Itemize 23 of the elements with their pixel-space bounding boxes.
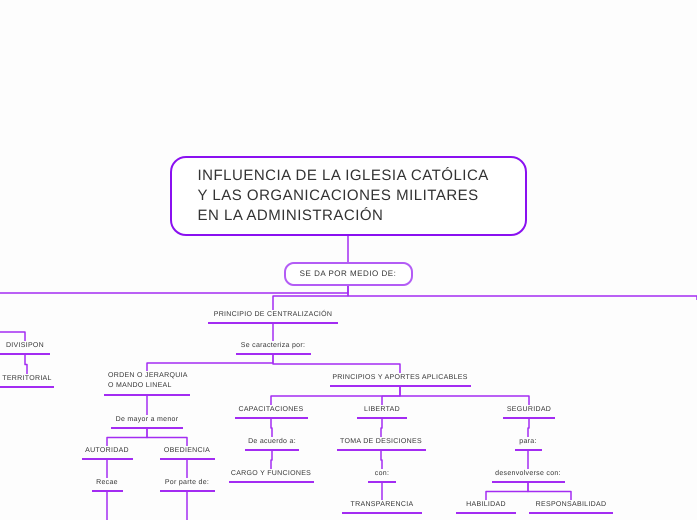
connector-line [380,451,383,469]
connector-line [527,483,572,500]
connector-line [347,286,697,300]
connector-line [106,460,108,478]
connector-line [270,419,273,437]
connector-line [527,451,529,469]
connector-line [272,324,274,341]
connector-line [0,331,26,341]
connector-line [186,492,188,520]
connector-line [146,429,188,446]
connector-line [527,419,530,437]
connector-line [146,396,148,415]
connector-line [270,451,273,469]
connector-line [381,483,383,500]
connector-line [186,460,188,478]
connector-line [399,387,530,405]
title-box: INFLUENCIA DE LA IGLESIA CATÓLICA Y LAS ORGANICACIONES MILITARES EN LA ADMINISTRACIÓN [170,156,526,236]
connector-line [347,236,349,262]
connector-line [272,355,401,373]
connector-line [106,492,108,520]
connector-line [380,419,383,437]
topic-box: SE DA POR MEDIO DE: [284,262,412,286]
connector-line [24,355,28,374]
